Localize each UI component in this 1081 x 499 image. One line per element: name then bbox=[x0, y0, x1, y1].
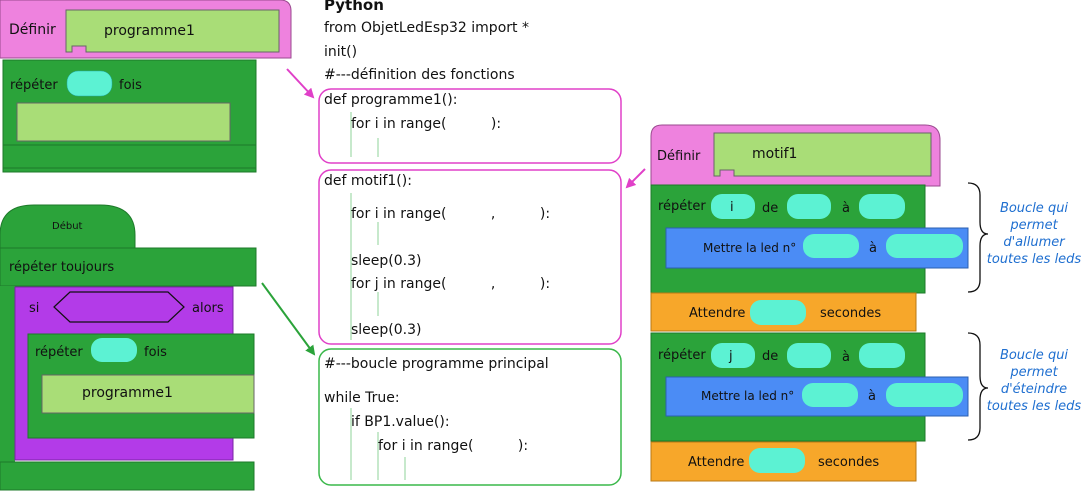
py-for-j: for j in range( , ): bbox=[351, 276, 551, 292]
wait-1-unit: secondes bbox=[820, 306, 881, 321]
loop-i-var-text: i bbox=[730, 200, 734, 215]
define-motif1-block[interactable]: Définir motif1 bbox=[650, 124, 941, 187]
set-led-2-to: à bbox=[868, 389, 876, 404]
define-motif1-name: motif1 bbox=[752, 146, 797, 162]
set-led-1-to: à bbox=[869, 241, 877, 256]
set-led-2-index-input[interactable] bbox=[802, 383, 858, 407]
repeat-label: répéter bbox=[10, 78, 58, 93]
if-label: si bbox=[29, 301, 39, 316]
py-if: if BP1.value(): bbox=[351, 414, 450, 430]
py-sleep-2: sleep(0.3) bbox=[351, 322, 422, 338]
wait-1-label: Attendre bbox=[689, 306, 745, 321]
python-title: Python bbox=[324, 0, 384, 14]
set-led-2-label: Mettre la led n° bbox=[701, 389, 794, 403]
py-for-i: for i in range( , ): bbox=[351, 206, 551, 222]
repeat-suffix: fois bbox=[119, 78, 142, 93]
wait-2-label: Attendre bbox=[688, 455, 744, 470]
wait-1-input[interactable] bbox=[750, 300, 806, 325]
repeat-times-block[interactable]: répéter fois bbox=[2, 59, 257, 173]
loop-i-to: à bbox=[842, 201, 850, 216]
py-comment-main: #---boucle programme principal bbox=[324, 356, 549, 372]
loop-j-label: répéter bbox=[658, 348, 706, 363]
set-led-block-2[interactable]: Mettre la led n° à bbox=[665, 376, 969, 417]
python-comment-functions: #---définition des fonctions bbox=[324, 67, 515, 83]
define-label: Définir bbox=[9, 22, 56, 38]
start-block[interactable]: Début bbox=[0, 204, 136, 249]
wait-block-1[interactable]: Attendre secondes bbox=[650, 292, 917, 332]
python-import: from ObjetLedEsp32 import * bbox=[324, 20, 529, 36]
inner-repeat-block[interactable]: répéter fois programme1 bbox=[27, 333, 255, 439]
py-while: while True: bbox=[324, 390, 400, 406]
loop-j-end-input[interactable] bbox=[859, 343, 905, 368]
py-sleep-1: sleep(0.3) bbox=[351, 253, 422, 269]
brace-2 bbox=[967, 332, 989, 441]
loop-j-start-input[interactable] bbox=[787, 343, 831, 368]
code-box-main bbox=[318, 348, 622, 486]
set-led-1-label: Mettre la led n° bbox=[703, 241, 796, 255]
then-label: alors bbox=[192, 301, 224, 316]
call-programme1: programme1 bbox=[82, 385, 173, 401]
define-motif1-label: Définir bbox=[657, 149, 701, 164]
note-eteindre: Boucle qui permet d'éteindre toutes les … bbox=[986, 348, 1081, 414]
inner-repeat-suffix: fois bbox=[144, 345, 167, 360]
wait-2-unit: secondes bbox=[818, 455, 879, 470]
repeat-count-input[interactable] bbox=[66, 70, 113, 97]
arrow-motif1 bbox=[625, 168, 646, 189]
loop-j-from: de bbox=[762, 349, 778, 364]
indent-guides bbox=[350, 112, 406, 480]
python-init: init() bbox=[324, 44, 358, 60]
loop-j-to: à bbox=[842, 350, 850, 365]
arrow-programme1 bbox=[286, 68, 315, 99]
note-allumer: Boucle qui permet d'allumer toutes les l… bbox=[986, 201, 1081, 267]
set-led-block-1[interactable]: Mettre la led n° à bbox=[665, 227, 969, 269]
forever-block[interactable]: répéter toujours bbox=[0, 247, 257, 491]
code-box-motif1 bbox=[318, 169, 622, 345]
loop-i-from: de bbox=[762, 201, 778, 216]
brace-1 bbox=[967, 182, 989, 293]
loop-i-var[interactable] bbox=[711, 194, 755, 219]
repeat-body-slot[interactable] bbox=[16, 102, 231, 142]
set-led-2-color-input[interactable] bbox=[886, 383, 963, 407]
loop-j-var-text: j bbox=[728, 349, 733, 364]
wait-2-input[interactable] bbox=[749, 448, 805, 473]
inner-repeat-label: répéter bbox=[35, 345, 83, 360]
loop-i-label: répéter bbox=[658, 199, 706, 214]
py-def-motif1: def motif1(): bbox=[324, 173, 412, 189]
arrow-main bbox=[261, 282, 316, 356]
py-for-programme1: for i in range( ): bbox=[351, 116, 502, 132]
define-motif1-name-slot[interactable] bbox=[713, 132, 932, 177]
start-label: Début bbox=[52, 220, 83, 232]
define-programme1-block[interactable]: Définir programme1 bbox=[0, 0, 292, 59]
define-name-slot[interactable] bbox=[65, 9, 280, 53]
define-name: programme1 bbox=[104, 23, 195, 39]
set-led-1-index-input[interactable] bbox=[803, 234, 859, 258]
loop-i-end-input[interactable] bbox=[859, 194, 905, 219]
forever-label: répéter toujours bbox=[9, 260, 114, 275]
set-led-1-color-input[interactable] bbox=[886, 234, 963, 258]
py-for-main: for i in range( ): bbox=[378, 438, 529, 454]
loop-j-var[interactable] bbox=[711, 343, 755, 368]
code-box-programme1 bbox=[318, 88, 622, 164]
wait-block-2[interactable]: Attendre secondes bbox=[650, 441, 917, 482]
inner-repeat-count-input[interactable] bbox=[91, 338, 137, 362]
condition-slot[interactable] bbox=[53, 291, 185, 323]
loop-i-start-input[interactable] bbox=[787, 194, 831, 219]
py-def-programme1: def programme1(): bbox=[324, 92, 458, 108]
